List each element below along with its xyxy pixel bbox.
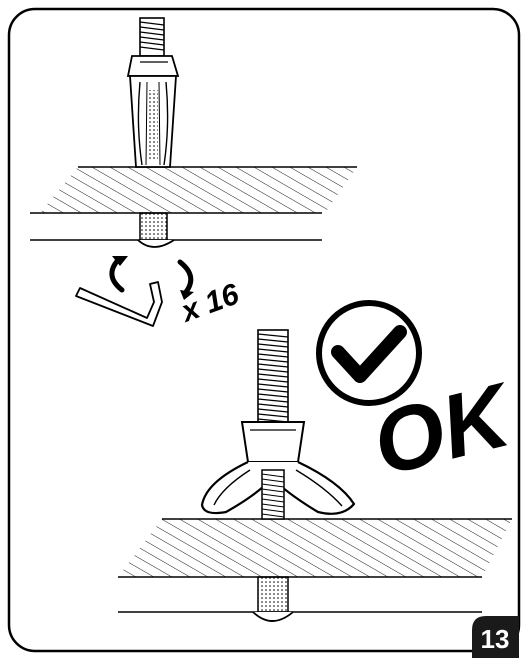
rotate-clockwise-icon — [109, 256, 194, 300]
thread-line — [261, 513, 285, 518]
thread-line — [257, 368, 289, 373]
thread-line — [257, 408, 289, 413]
thread-line — [261, 493, 285, 498]
panel-frame — [7, 7, 521, 653]
checkmark-circle-icon — [316, 300, 422, 406]
thread-line — [257, 343, 289, 348]
thread-line — [261, 488, 285, 493]
thread-line — [257, 398, 289, 403]
quantity-label: x 16 — [175, 277, 243, 329]
thread-line — [257, 378, 289, 383]
thread-line — [257, 353, 289, 358]
thread-line — [257, 363, 289, 368]
thread-line — [257, 348, 289, 353]
thread-line — [257, 373, 289, 378]
expanded-anchor-icon — [200, 421, 356, 520]
thread-line — [257, 358, 289, 363]
bolt-thread-icon — [257, 329, 289, 423]
thread-line — [261, 503, 285, 508]
step-number: 13 — [481, 624, 510, 654]
bottom-wall-section — [118, 518, 512, 622]
thread-line — [257, 388, 289, 393]
thread-line — [257, 338, 289, 343]
thread-line — [257, 393, 289, 398]
thread-line — [261, 508, 285, 513]
thread-line — [257, 383, 289, 388]
hollow-wall-anchor-icon — [126, 17, 180, 168]
thread-line — [257, 403, 289, 408]
thread-line — [261, 478, 285, 483]
thread-line — [261, 483, 285, 488]
thread-line — [261, 498, 285, 503]
step-number-badge: 13 — [472, 616, 519, 658]
thread-line — [257, 333, 289, 338]
thread-line — [261, 473, 285, 478]
hex-key-icon — [75, 281, 163, 327]
top-wall-section — [30, 166, 357, 248]
thread-line — [257, 413, 289, 418]
